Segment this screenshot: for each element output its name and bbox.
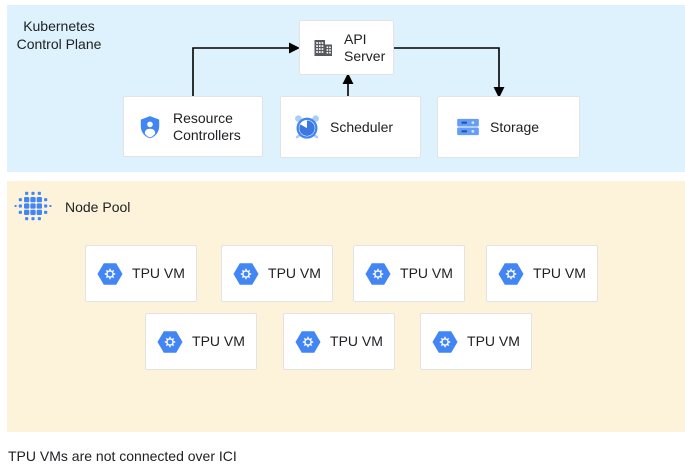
node-label-resource-controllers: Resource Controllers (173, 109, 241, 143)
tpu-vm-label: TPU VM (467, 333, 520, 349)
node-resource-controllers: Resource Controllers (123, 96, 263, 157)
node-tpu-vm-5: TPU VM (145, 313, 257, 370)
hexagon-gear-icon (97, 262, 123, 286)
tpu-vm-label: TPU VM (132, 265, 185, 281)
hexagon-gear-icon (432, 330, 458, 354)
hexagon-gear-icon (157, 330, 183, 354)
node-label-storage: Storage (490, 118, 540, 135)
server-stack-icon (455, 114, 481, 140)
hexagon-gear-icon (498, 262, 524, 286)
node-tpu-vm-1: TPU VM (85, 245, 197, 302)
node-scheduler: Scheduler (280, 96, 421, 158)
control-plane-label: Kubernetes Control Plane (10, 17, 108, 53)
tpu-vm-label: TPU VM (400, 265, 453, 281)
tpu-vm-label: TPU VM (268, 265, 321, 281)
tpu-vm-label: TPU VM (533, 265, 586, 281)
shield-user-icon (137, 114, 163, 140)
node-pool-panel (7, 181, 685, 432)
node-label-api-server: API Server (344, 30, 386, 64)
dot-grid-icon (14, 187, 52, 228)
hexagon-gear-icon (295, 330, 321, 354)
hexagon-gear-icon (365, 262, 391, 286)
node-pool-label: Node Pool (65, 199, 131, 215)
tpu-vm-label: TPU VM (192, 333, 245, 349)
hexagon-gear-icon (233, 262, 259, 286)
node-storage: Storage (437, 96, 580, 158)
node-label-scheduler: Scheduler (330, 118, 394, 135)
control-plane-label-line1: Kubernetes (23, 18, 95, 34)
caption: TPU VMs are not connected over ICI (8, 448, 237, 464)
node-tpu-vm-7: TPU VM (420, 313, 532, 370)
building-icon (311, 36, 335, 60)
node-pool-header: Node Pool (14, 188, 130, 226)
node-tpu-vm-2: TPU VM (221, 245, 333, 302)
control-plane-label-line2: Control Plane (16, 36, 102, 52)
node-tpu-vm-3: TPU VM (353, 245, 465, 302)
alarm-clock-icon (293, 113, 321, 141)
node-api-server: API Server (299, 20, 394, 75)
node-tpu-vm-6: TPU VM (283, 313, 395, 370)
tpu-vm-label: TPU VM (330, 333, 383, 349)
node-tpu-vm-4: TPU VM (486, 245, 598, 302)
